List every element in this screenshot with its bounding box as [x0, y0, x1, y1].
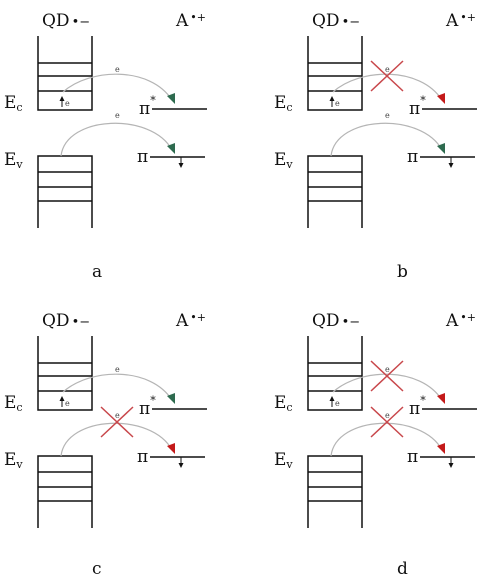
pi-star-label: π*: [139, 394, 156, 419]
conduction-band-ladder: [307, 36, 363, 111]
top-electron-transfer: e: [62, 365, 175, 404]
acceptor-label: A•+: [175, 311, 206, 331]
electron-in-qd: e: [329, 396, 340, 408]
bottom-electron-transfer: e: [330, 111, 445, 157]
conduction-band-ladder: [307, 336, 363, 411]
pi-level: π: [407, 447, 475, 468]
pi-label: π: [407, 147, 418, 167]
svg-text:e: e: [65, 399, 70, 408]
electron-in-qd: e: [329, 96, 340, 108]
panel-a: QD•− A•+ Ec Ev e π* π: [4, 11, 207, 282]
pi-star-level: π*: [409, 94, 477, 119]
ec-label: Ec: [274, 393, 293, 414]
svg-text:e: e: [385, 411, 390, 420]
blocked-cross: [370, 60, 404, 92]
pi-label: π: [137, 147, 148, 167]
panel-d: QD•− A•+ Ec Ev e π* π: [274, 311, 477, 579]
bottom-electron-transfer-blocked: e: [60, 406, 175, 457]
acceptor-label: A•+: [445, 11, 476, 31]
panel-caption-b: b: [397, 262, 408, 282]
qd-label: QD•−: [312, 311, 360, 331]
svg-text:e: e: [385, 111, 390, 120]
ev-label: Ev: [4, 450, 23, 471]
svg-text:e: e: [65, 99, 70, 108]
pi-level: π: [137, 447, 205, 468]
pi-star-level: π*: [409, 394, 477, 419]
ec-label: Ec: [4, 93, 23, 114]
top-electron-transfer-blocked: e: [332, 60, 445, 104]
blocked-cross: [370, 360, 404, 392]
panel-c: QD•− A•+ Ec Ev e π* π: [4, 311, 207, 579]
panel-caption-c: c: [92, 559, 102, 579]
ev-label: Ev: [274, 150, 293, 171]
svg-text:e: e: [385, 65, 390, 74]
svg-text:e: e: [335, 99, 340, 108]
acceptor-label: A•+: [175, 11, 206, 31]
ev-label: Ev: [274, 450, 293, 471]
svg-text:e: e: [335, 399, 340, 408]
panel-caption-d: d: [397, 559, 408, 579]
top-electron-transfer: e: [62, 65, 175, 104]
svg-text:e: e: [115, 111, 120, 120]
pi-star-label: π*: [139, 94, 156, 119]
svg-text:e: e: [115, 411, 120, 420]
svg-text:e: e: [385, 365, 390, 374]
qd-label: QD•−: [312, 11, 360, 31]
bottom-electron-transfer: e: [60, 111, 175, 157]
valence-band-ladder: [307, 455, 363, 528]
svg-text:e: e: [115, 365, 120, 374]
pi-star-level: π*: [139, 394, 207, 419]
valence-band-ladder: [37, 155, 93, 228]
ec-label: Ec: [274, 93, 293, 114]
pi-label: π: [137, 447, 148, 467]
blocked-cross: [370, 406, 404, 438]
top-electron-transfer-blocked: e: [332, 360, 445, 404]
acceptor-label: A•+: [445, 311, 476, 331]
conduction-band-ladder: [37, 36, 93, 111]
bottom-electron-transfer-blocked: e: [330, 406, 445, 457]
qd-label: QD•−: [42, 11, 90, 31]
pi-star-label: π*: [409, 94, 426, 119]
svg-text:e: e: [115, 65, 120, 74]
ev-label: Ev: [4, 150, 23, 171]
blocked-cross: [100, 406, 134, 438]
pi-star-level: π*: [139, 94, 207, 119]
pi-label: π: [407, 447, 418, 467]
panel-caption-a: a: [92, 262, 102, 282]
ec-label: Ec: [4, 393, 23, 414]
valence-band-ladder: [307, 155, 363, 228]
qd-label: QD•−: [42, 311, 90, 331]
electron-in-qd: e: [59, 396, 70, 408]
pi-star-label: π*: [409, 394, 426, 419]
panel-b: QD•− A•+ Ec Ev e π* π: [274, 11, 477, 282]
pi-level: π: [407, 147, 475, 168]
electron-in-qd: e: [59, 96, 70, 108]
pi-level: π: [137, 147, 205, 168]
valence-band-ladder: [37, 455, 93, 528]
